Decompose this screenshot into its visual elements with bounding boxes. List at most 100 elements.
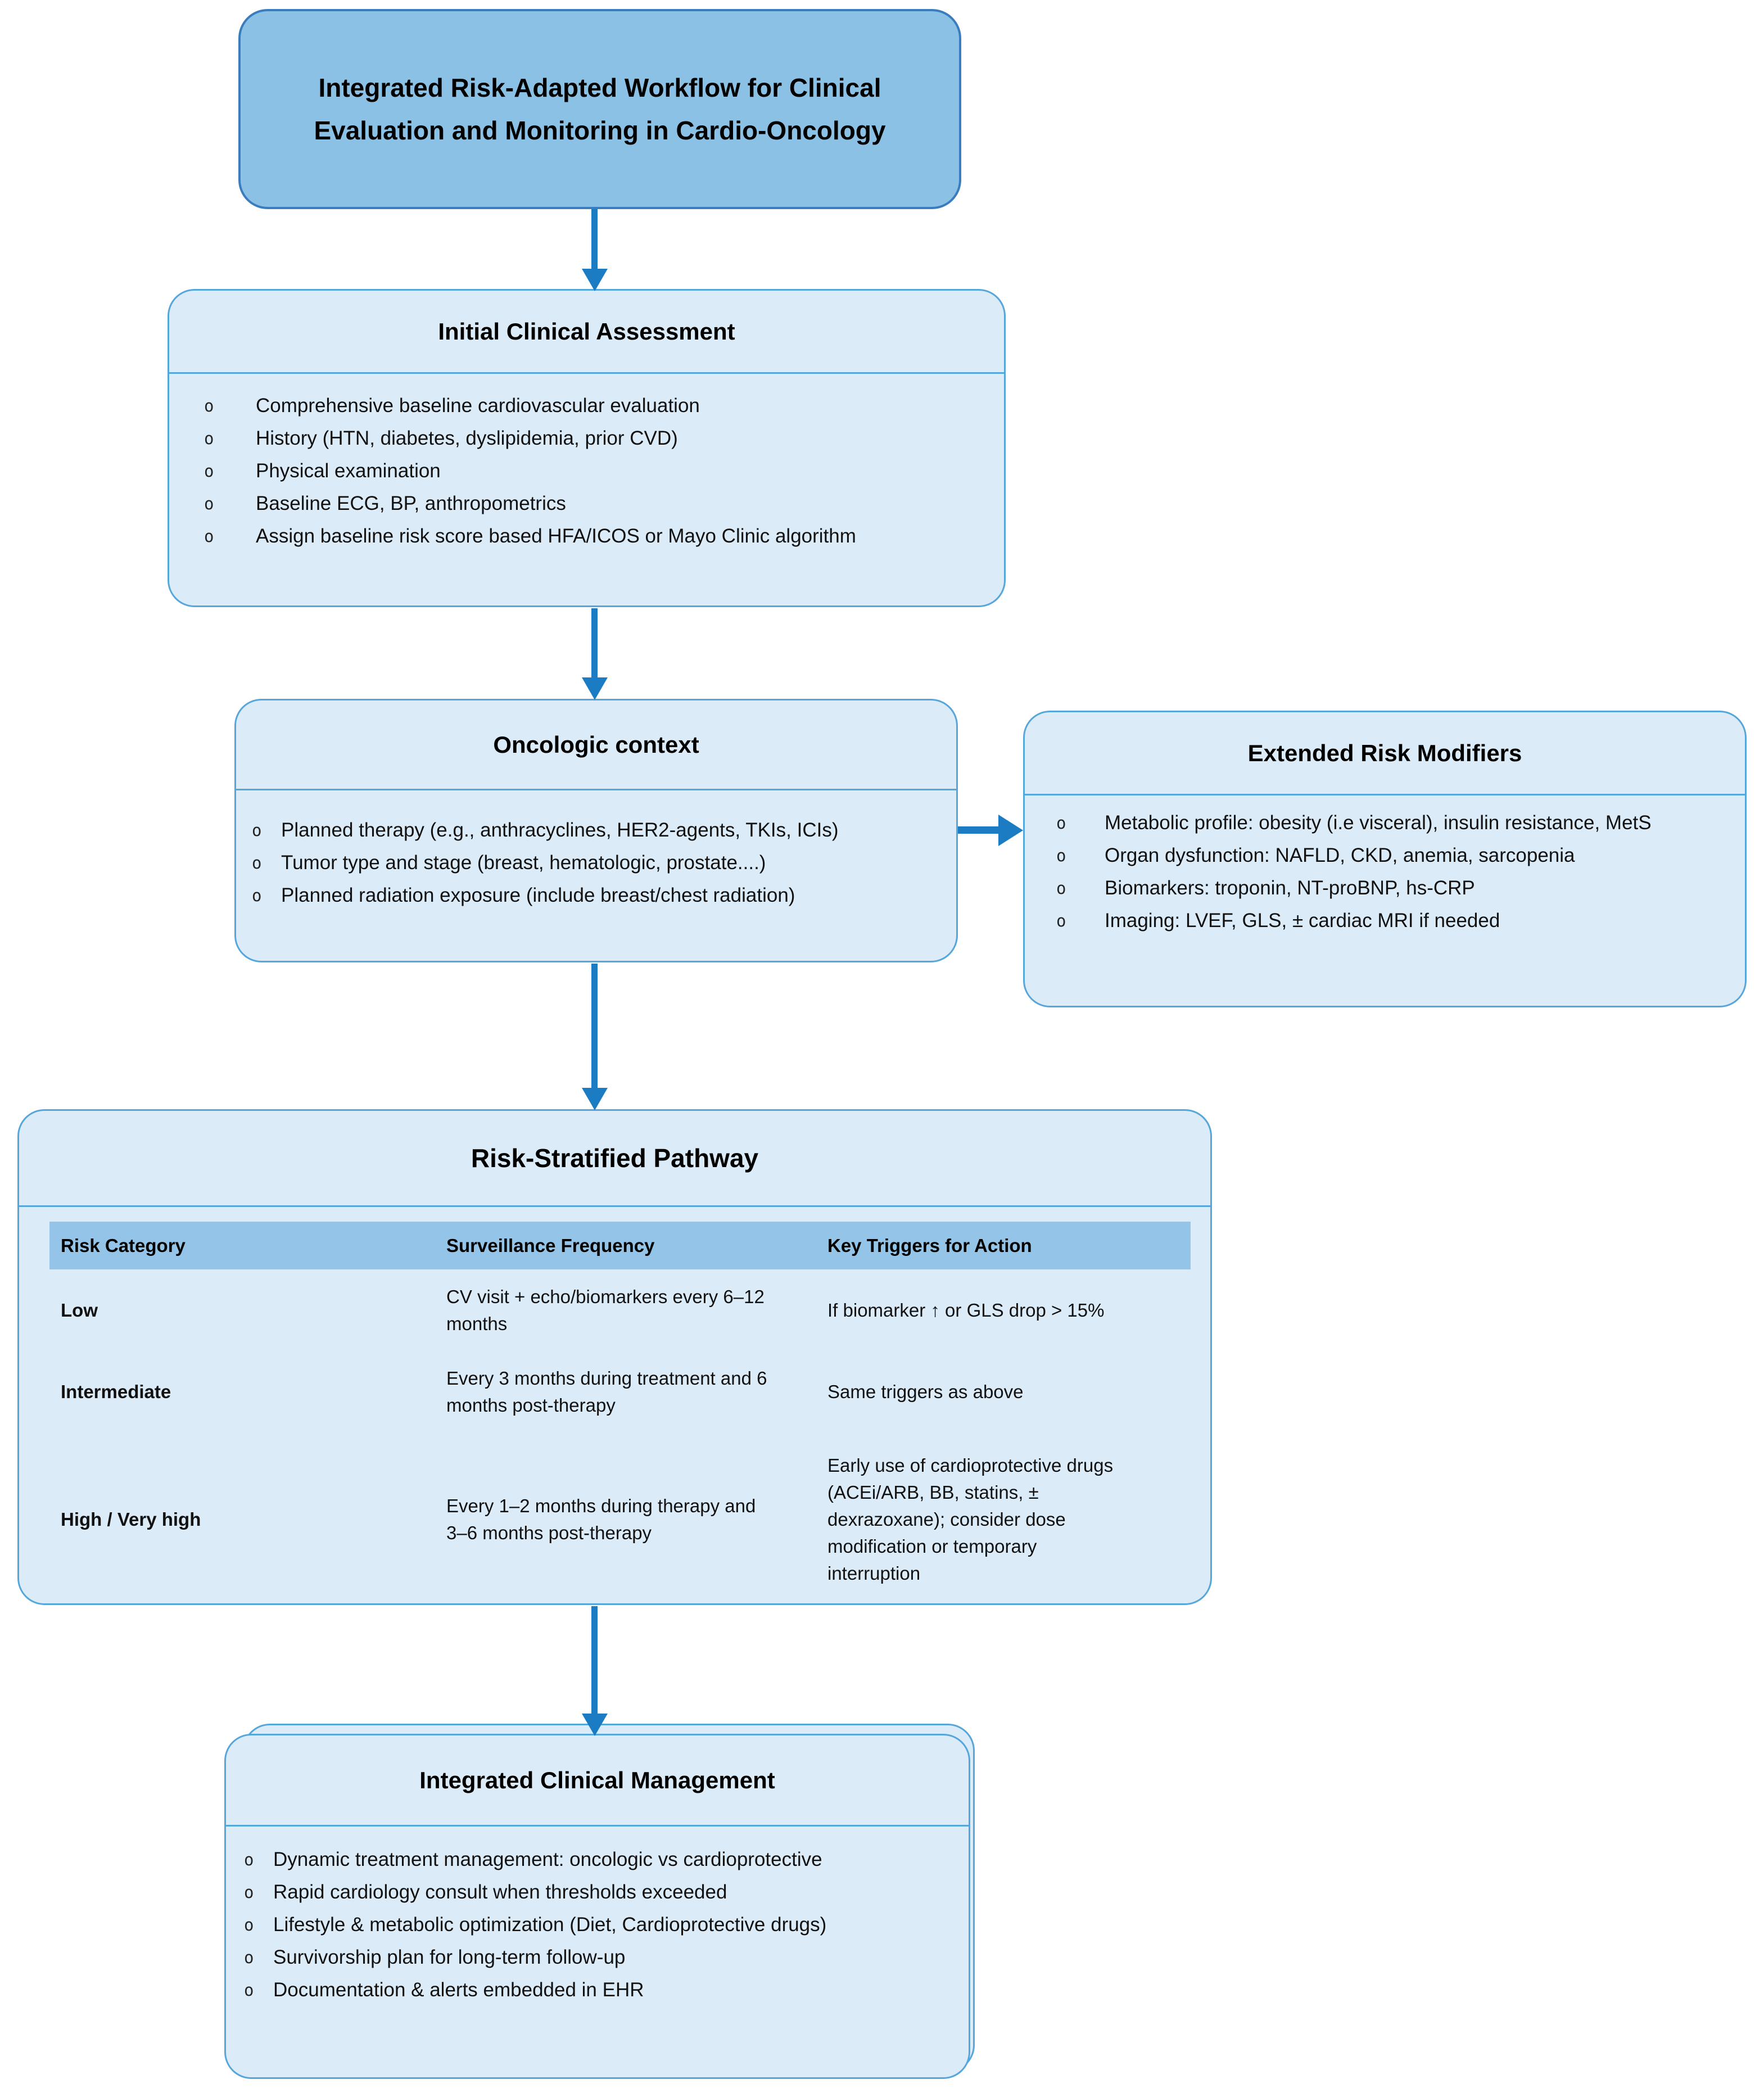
list-item: o Dynamic treatment management: oncologic… [244, 1843, 952, 1876]
circle-bullet-icon: o [1056, 813, 1066, 833]
list-item: o Comprehensive baseline cardiovascular e… [204, 390, 981, 422]
down-arrow-icon [582, 608, 608, 700]
circle-bullet-icon: o [204, 527, 214, 546]
bullet-text: Documentation & alerts embedded in EHR [273, 1979, 644, 2001]
bullet-text: Baseline ECG, BP, anthropometrics [256, 492, 566, 514]
bullet-text: Tumor type and stage (breast, hematologi… [281, 852, 766, 874]
box-header: Initial Clinical Assessment [169, 291, 1004, 374]
arrow-shaft [591, 209, 598, 269]
key-triggers-cell: Early use of cardioprotective drugs (ACE… [827, 1455, 1114, 1584]
box-title: Extended Risk Modifiers [1247, 739, 1522, 766]
surveillance-frequency-cell: Every 1–2 months during therapy and 3–6 … [446, 1495, 756, 1543]
arrow-head [582, 1088, 608, 1110]
arrow-shaft [591, 1606, 598, 1714]
bullet-text: History (HTN, diabetes, dyslipidemia, pr… [256, 427, 678, 449]
risk-category-cell: High / Very high [61, 1509, 201, 1530]
circle-bullet-icon: o [204, 494, 214, 513]
circle-bullet-icon: o [244, 1981, 254, 2000]
circle-bullet-icon: o [244, 1850, 254, 1869]
box-header: Oncologic context [236, 700, 956, 790]
arrow-shaft [591, 964, 598, 1088]
bullet-text: Planned radiation exposure (include brea… [281, 884, 795, 906]
circle-bullet-icon: o [204, 396, 214, 415]
table-row: High / Very high Every 1–2 months during… [49, 1432, 1191, 1607]
list-item: o Survivorship plan for long-term follow-… [244, 1941, 952, 1974]
box-title: Integrated Clinical Management [419, 1766, 775, 1793]
table-row: Low CV visit + echo/biomarkers every 6–1… [49, 1269, 1191, 1351]
down-arrow-icon [582, 209, 608, 291]
list-item: o Planned radiation exposure (include bre… [252, 879, 942, 912]
bullet-text: Organ dysfunction: NAFLD, CKD, anemia, s… [1105, 844, 1575, 866]
table-row: Intermediate Every 3 months during treat… [49, 1351, 1191, 1432]
bullet-list: o Planned therapy (e.g., anthracyclines, … [236, 814, 956, 912]
bullet-text: Planned therapy (e.g., anthracyclines, H… [281, 819, 839, 841]
column-header: Risk Category [61, 1235, 186, 1256]
box-header: Extended Risk Modifiers [1025, 712, 1745, 795]
surveillance-frequency-cell: CV visit + echo/biomarkers every 6–12 mo… [446, 1286, 765, 1334]
box-title: Oncologic context [493, 731, 699, 758]
circle-bullet-icon: o [204, 429, 214, 448]
right-arrow-icon [958, 815, 1023, 846]
arrow-head [582, 1714, 608, 1736]
arrow-shaft [591, 608, 598, 677]
box-header: Integrated Clinical Management [226, 1735, 969, 1827]
list-item: o Metabolic profile: obesity (i.e viscera… [1056, 807, 1728, 839]
column-header: Key Triggers for Action [827, 1235, 1032, 1256]
bullet-text: Biomarkers: troponin, NT-proBNP, hs-CRP [1105, 877, 1475, 899]
list-item: o Organ dysfunction: NAFLD, CKD, anemia, … [1056, 839, 1728, 872]
surveillance-frequency-cell: Every 3 months during treatment and 6 mo… [446, 1367, 767, 1416]
bullet-text: Rapid cardiology consult when thresholds… [273, 1881, 727, 1903]
list-item: o Documentation & alerts embedded in EHR [244, 1974, 952, 2006]
bullet-text: Comprehensive baseline cardiovascular ev… [256, 395, 700, 417]
circle-bullet-icon: o [1056, 879, 1066, 898]
oncologic-context-box: Oncologic context o Planned therapy (e.g.… [234, 699, 958, 962]
risk-stratified-pathway-box: Risk-Stratified Pathway Risk Category Su… [17, 1109, 1212, 1605]
circle-bullet-icon: o [252, 853, 262, 873]
table-header-row: Risk Category Surveillance Frequency Key… [49, 1222, 1191, 1269]
circle-bullet-icon: o [252, 886, 262, 905]
bullet-list: o Comprehensive baseline cardiovascular e… [169, 390, 1004, 553]
circle-bullet-icon: o [252, 821, 262, 840]
bullet-text: Assign baseline risk score based HFA/ICO… [256, 525, 856, 547]
list-item: o Baseline ECG, BP, anthropometrics [204, 487, 981, 520]
column-header: Surveillance Frequency [446, 1235, 655, 1256]
integrated-clinical-management-box: Integrated Clinical Management o Dynamic … [224, 1734, 970, 2079]
initial-clinical-assessment-box: Initial Clinical Assessment o Comprehensi… [168, 289, 1006, 607]
list-item: o History (HTN, diabetes, dyslipidemia, p… [204, 422, 981, 455]
arrow-head [582, 677, 608, 700]
bullet-text: Physical examination [256, 460, 441, 482]
risk-table: Risk Category Surveillance Frequency Key… [49, 1222, 1191, 1607]
circle-bullet-icon: o [1056, 846, 1066, 865]
bullet-text: Dynamic treatment management: oncologic … [273, 1848, 822, 1870]
circle-bullet-icon: o [244, 1883, 254, 1902]
box-title: Risk-Stratified Pathway [471, 1143, 759, 1173]
list-item: o Assign baseline risk score based HFA/IC… [204, 520, 981, 553]
circle-bullet-icon: o [1056, 911, 1066, 930]
list-item: o Planned therapy (e.g., anthracyclines, … [252, 814, 942, 847]
list-item: o Tumor type and stage (breast, hematolog… [252, 847, 942, 879]
bullet-text: Metabolic profile: obesity (i.e visceral… [1105, 812, 1652, 834]
list-item: o Rapid cardiology consult when threshold… [244, 1876, 952, 1909]
title-box: Integrated Risk-Adapted Workflow for Cli… [238, 9, 961, 209]
down-arrow-icon [582, 964, 608, 1110]
circle-bullet-icon: o [204, 462, 214, 481]
down-arrow-icon [582, 1606, 608, 1736]
bullet-text: Imaging: LVEF, GLS, ± cardiac MRI if nee… [1105, 910, 1500, 932]
bullet-list: o Metabolic profile: obesity (i.e viscera… [1025, 807, 1745, 937]
box-header: Risk-Stratified Pathway [19, 1111, 1210, 1207]
box-title: Initial Clinical Assessment [438, 318, 735, 345]
list-item: o Physical examination [204, 455, 981, 487]
diagram-title: Integrated Risk-Adapted Workflow for Cli… [314, 73, 886, 145]
risk-category-cell: Intermediate [61, 1381, 171, 1402]
bullet-text: Survivorship plan for long-term follow-u… [273, 1946, 626, 1968]
key-triggers-cell: Same triggers as above [827, 1381, 1024, 1402]
list-item: o Imaging: LVEF, GLS, ± cardiac MRI if ne… [1056, 905, 1728, 937]
arrow-shaft [958, 826, 998, 834]
arrow-head [582, 269, 608, 291]
circle-bullet-icon: o [244, 1915, 254, 1934]
bullet-list: o Dynamic treatment management: oncologic… [226, 1843, 969, 2006]
circle-bullet-icon: o [244, 1948, 254, 1967]
extended-risk-modifiers-box: Extended Risk Modifiers o Metabolic profi… [1023, 711, 1747, 1007]
